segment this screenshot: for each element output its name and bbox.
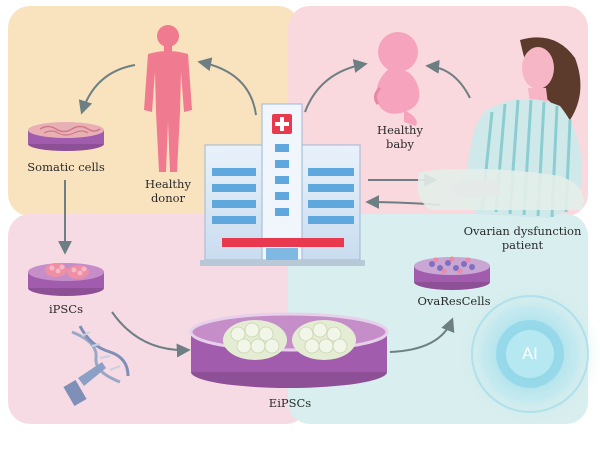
arrow-patient-to-baby xyxy=(425,59,471,99)
label-healthy-baby-line1: Healthy xyxy=(377,123,423,137)
label-patient-line2: patient xyxy=(501,238,544,252)
label-ovarescells: OvaResCells xyxy=(417,294,491,308)
ipscs-dish xyxy=(28,263,104,296)
label-ovarian-dysfunction-patient: Ovarian dysfunction patient xyxy=(455,224,590,252)
hospital-building xyxy=(200,103,365,266)
label-patient-line1: Ovarian dysfunction xyxy=(463,224,582,238)
healthy-baby-figure xyxy=(373,32,420,126)
dna-editing-icon xyxy=(63,325,130,407)
label-healthy-baby: Healthy baby xyxy=(360,123,440,151)
healthy-donor-figure xyxy=(144,25,192,172)
label-healthy-baby-line2: baby xyxy=(385,137,415,151)
label-eipscs: EiPSCs xyxy=(268,396,312,410)
eipscs-dish xyxy=(189,312,389,388)
arrow-somatic-to-donor xyxy=(78,64,136,115)
arrow-hospital-to-donor xyxy=(197,57,257,116)
arrow-ipscs-to-eipscs xyxy=(111,311,191,358)
ai-glow-icon xyxy=(458,282,600,426)
label-ipscs: iPSCs xyxy=(49,302,83,316)
patient-figure xyxy=(417,37,584,218)
label-somatic-cells: Somatic cells xyxy=(27,160,105,174)
arrow-eipscs-to-ovares xyxy=(389,317,455,353)
somatic-cells-dish xyxy=(28,122,104,151)
ovarescells-dish xyxy=(414,256,490,290)
flow-arrows xyxy=(58,57,471,358)
label-ai: AI xyxy=(522,344,538,363)
label-healthy-donor: Healthy donor xyxy=(128,177,208,205)
label-healthy-donor-line2: donor xyxy=(150,191,186,205)
arrow-hospital-to-baby xyxy=(304,59,368,113)
label-healthy-donor-line1: Healthy xyxy=(145,177,191,191)
